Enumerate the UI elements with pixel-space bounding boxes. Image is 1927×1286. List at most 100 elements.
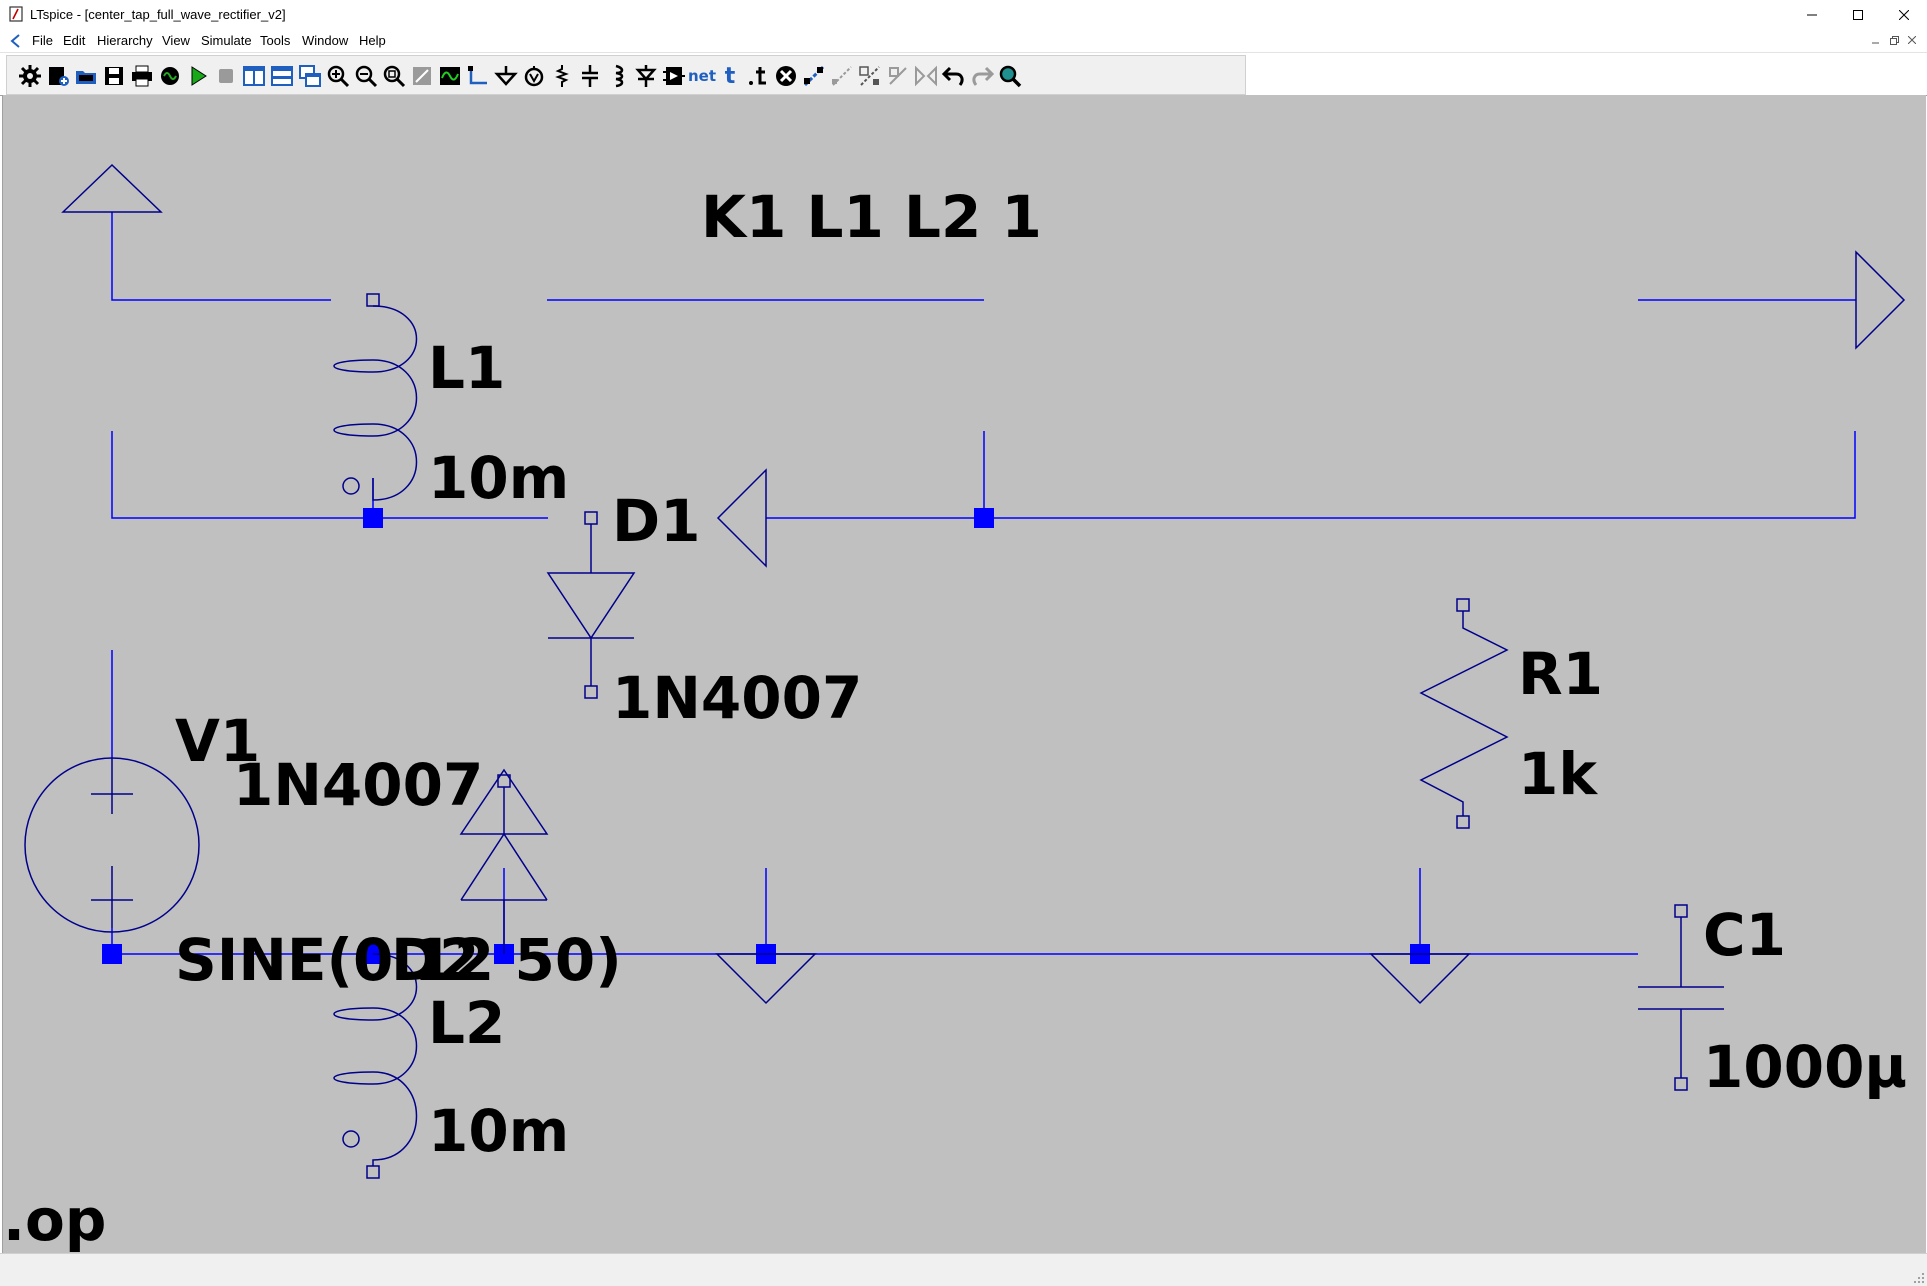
halt-button[interactable]	[211, 61, 241, 91]
maximize-button[interactable]	[1835, 0, 1881, 30]
ground-symbol[interactable]	[715, 953, 817, 1005]
c1-name-label[interactable]: C1	[1703, 901, 1786, 969]
resistor-button[interactable]	[547, 61, 577, 91]
ground-button[interactable]	[491, 61, 521, 91]
component-button[interactable]	[659, 61, 689, 91]
resize-grip-icon[interactable]	[1911, 1270, 1925, 1284]
wire-d1-right	[766, 431, 1856, 519]
document-icon[interactable]	[8, 33, 22, 49]
menu-file[interactable]: File	[32, 33, 53, 48]
redo-button[interactable]	[967, 61, 997, 91]
inductor-button[interactable]	[603, 61, 633, 91]
draw-wire-button[interactable]	[463, 61, 493, 91]
zoom-in-icon	[327, 65, 350, 88]
minimize-icon	[1872, 42, 1879, 44]
autorange-icon	[413, 67, 431, 85]
l1-value-label[interactable]: 10m	[428, 444, 569, 512]
duplicate-button[interactable]	[799, 61, 829, 91]
spice-directive-icon	[749, 67, 766, 85]
menu-tools[interactable]: Tools	[260, 33, 291, 48]
mdi-close-button[interactable]	[1904, 33, 1920, 47]
l1-name-label[interactable]: L1	[428, 334, 505, 402]
text-button[interactable]: t	[715, 61, 745, 91]
find-button[interactable]	[995, 61, 1025, 91]
open-button[interactable]	[71, 61, 101, 91]
capacitor-button[interactable]	[575, 61, 605, 91]
minimize-button[interactable]	[1789, 0, 1835, 30]
op-directive[interactable]: .op	[3, 1186, 106, 1253]
zoom-fit-button[interactable]	[379, 61, 409, 91]
schematic-canvas[interactable]: K1 L1 L2 1 L1 10m D1 1N4007 V1 1N4007 SI…	[2, 95, 1926, 1253]
mdi-minimize-button[interactable]	[1868, 33, 1884, 47]
mdi-restore-button[interactable]	[1886, 33, 1902, 47]
v1-name-label[interactable]: V1	[175, 707, 260, 775]
label-net-button[interactable]	[519, 61, 549, 91]
run-button[interactable]	[183, 61, 213, 91]
move-button[interactable]	[827, 61, 857, 91]
print-button[interactable]	[127, 61, 157, 91]
ltspice-app-icon	[9, 6, 23, 22]
net-flag-left-arrow[interactable]	[716, 468, 767, 568]
menu-simulate[interactable]: Simulate	[201, 33, 252, 48]
search-icon	[999, 65, 1022, 88]
drag-button[interactable]	[855, 61, 885, 91]
zoom-in-button[interactable]	[323, 61, 353, 91]
wires[interactable]	[111, 212, 1856, 955]
diode-d1[interactable]	[546, 511, 636, 699]
close-window-button[interactable]	[1881, 0, 1927, 30]
restore-icon	[1889, 35, 1899, 45]
settings-button[interactable]	[15, 61, 45, 91]
mirror-button[interactable]	[911, 61, 941, 91]
d1-model-label[interactable]: 1N4007	[612, 664, 862, 732]
ground-symbol[interactable]	[1369, 953, 1471, 1005]
menu-window[interactable]: Window	[302, 33, 349, 48]
inductor-l1[interactable]	[333, 293, 418, 501]
delete-button[interactable]	[771, 61, 801, 91]
coupling-directive[interactable]: K1 L1 L2 1	[701, 183, 1042, 251]
spice-directive-button[interactable]	[743, 61, 773, 91]
tile-vertical-button[interactable]	[239, 61, 269, 91]
l2-name-label[interactable]: L2	[428, 989, 505, 1057]
tile-horizontal-button[interactable]	[267, 61, 297, 91]
autorange-button[interactable]	[407, 61, 437, 91]
net-flag-up-arrow[interactable]	[61, 163, 163, 213]
net-flag-right-arrow[interactable]	[1855, 250, 1906, 350]
r1-name-label[interactable]: R1	[1518, 640, 1603, 708]
l2-value-label[interactable]: 10m	[428, 1097, 569, 1165]
voltage-source-v1[interactable]	[24, 757, 200, 933]
v1-value-label[interactable]: SINE(0 12 50)	[175, 926, 622, 994]
resistor-r1[interactable]	[1419, 598, 1509, 829]
capacitor-c1[interactable]	[1638, 904, 1724, 1091]
title-bar: LTspice - [center_tap_full_wave_rectifie…	[0, 0, 1927, 30]
zoom-out-button[interactable]	[351, 61, 381, 91]
move-icon	[832, 66, 852, 86]
save-button[interactable]	[99, 61, 129, 91]
diode-button[interactable]	[631, 61, 661, 91]
d1-name-label[interactable]: D1	[612, 487, 701, 555]
cascade-button[interactable]	[295, 61, 325, 91]
waveform-button[interactable]	[435, 61, 465, 91]
undo-button[interactable]	[939, 61, 969, 91]
wire-icon	[468, 66, 487, 85]
c1-value-label[interactable]: 1000µ	[1703, 1033, 1907, 1101]
menu-edit[interactable]: Edit	[63, 33, 86, 48]
zoom-out-icon	[355, 65, 378, 88]
diode-d2[interactable]	[459, 768, 549, 954]
tile-horizontal-icon	[271, 66, 293, 86]
ground-icon	[494, 66, 518, 86]
d2-model-label[interactable]: 1N4007	[233, 751, 483, 819]
inductor-l2[interactable]	[333, 953, 418, 1179]
new-schematic-button[interactable]	[43, 61, 73, 91]
control-panel-button[interactable]	[155, 61, 185, 91]
rotate-button[interactable]	[883, 61, 913, 91]
window-title: LTspice - [center_tap_full_wave_rectifie…	[30, 7, 286, 22]
net-label-text: net	[687, 67, 717, 85]
maximize-icon	[1853, 10, 1863, 20]
menu-help[interactable]: Help	[359, 33, 386, 48]
r1-value-label[interactable]: 1k	[1518, 740, 1598, 808]
d2-name-label[interactable]: D2	[391, 926, 480, 994]
menu-view[interactable]: View	[162, 33, 190, 48]
spice-netlist-button[interactable]: net	[687, 61, 717, 91]
menu-hierarchy[interactable]: Hierarchy	[97, 33, 153, 48]
toolbar-group: net t	[6, 55, 1246, 95]
